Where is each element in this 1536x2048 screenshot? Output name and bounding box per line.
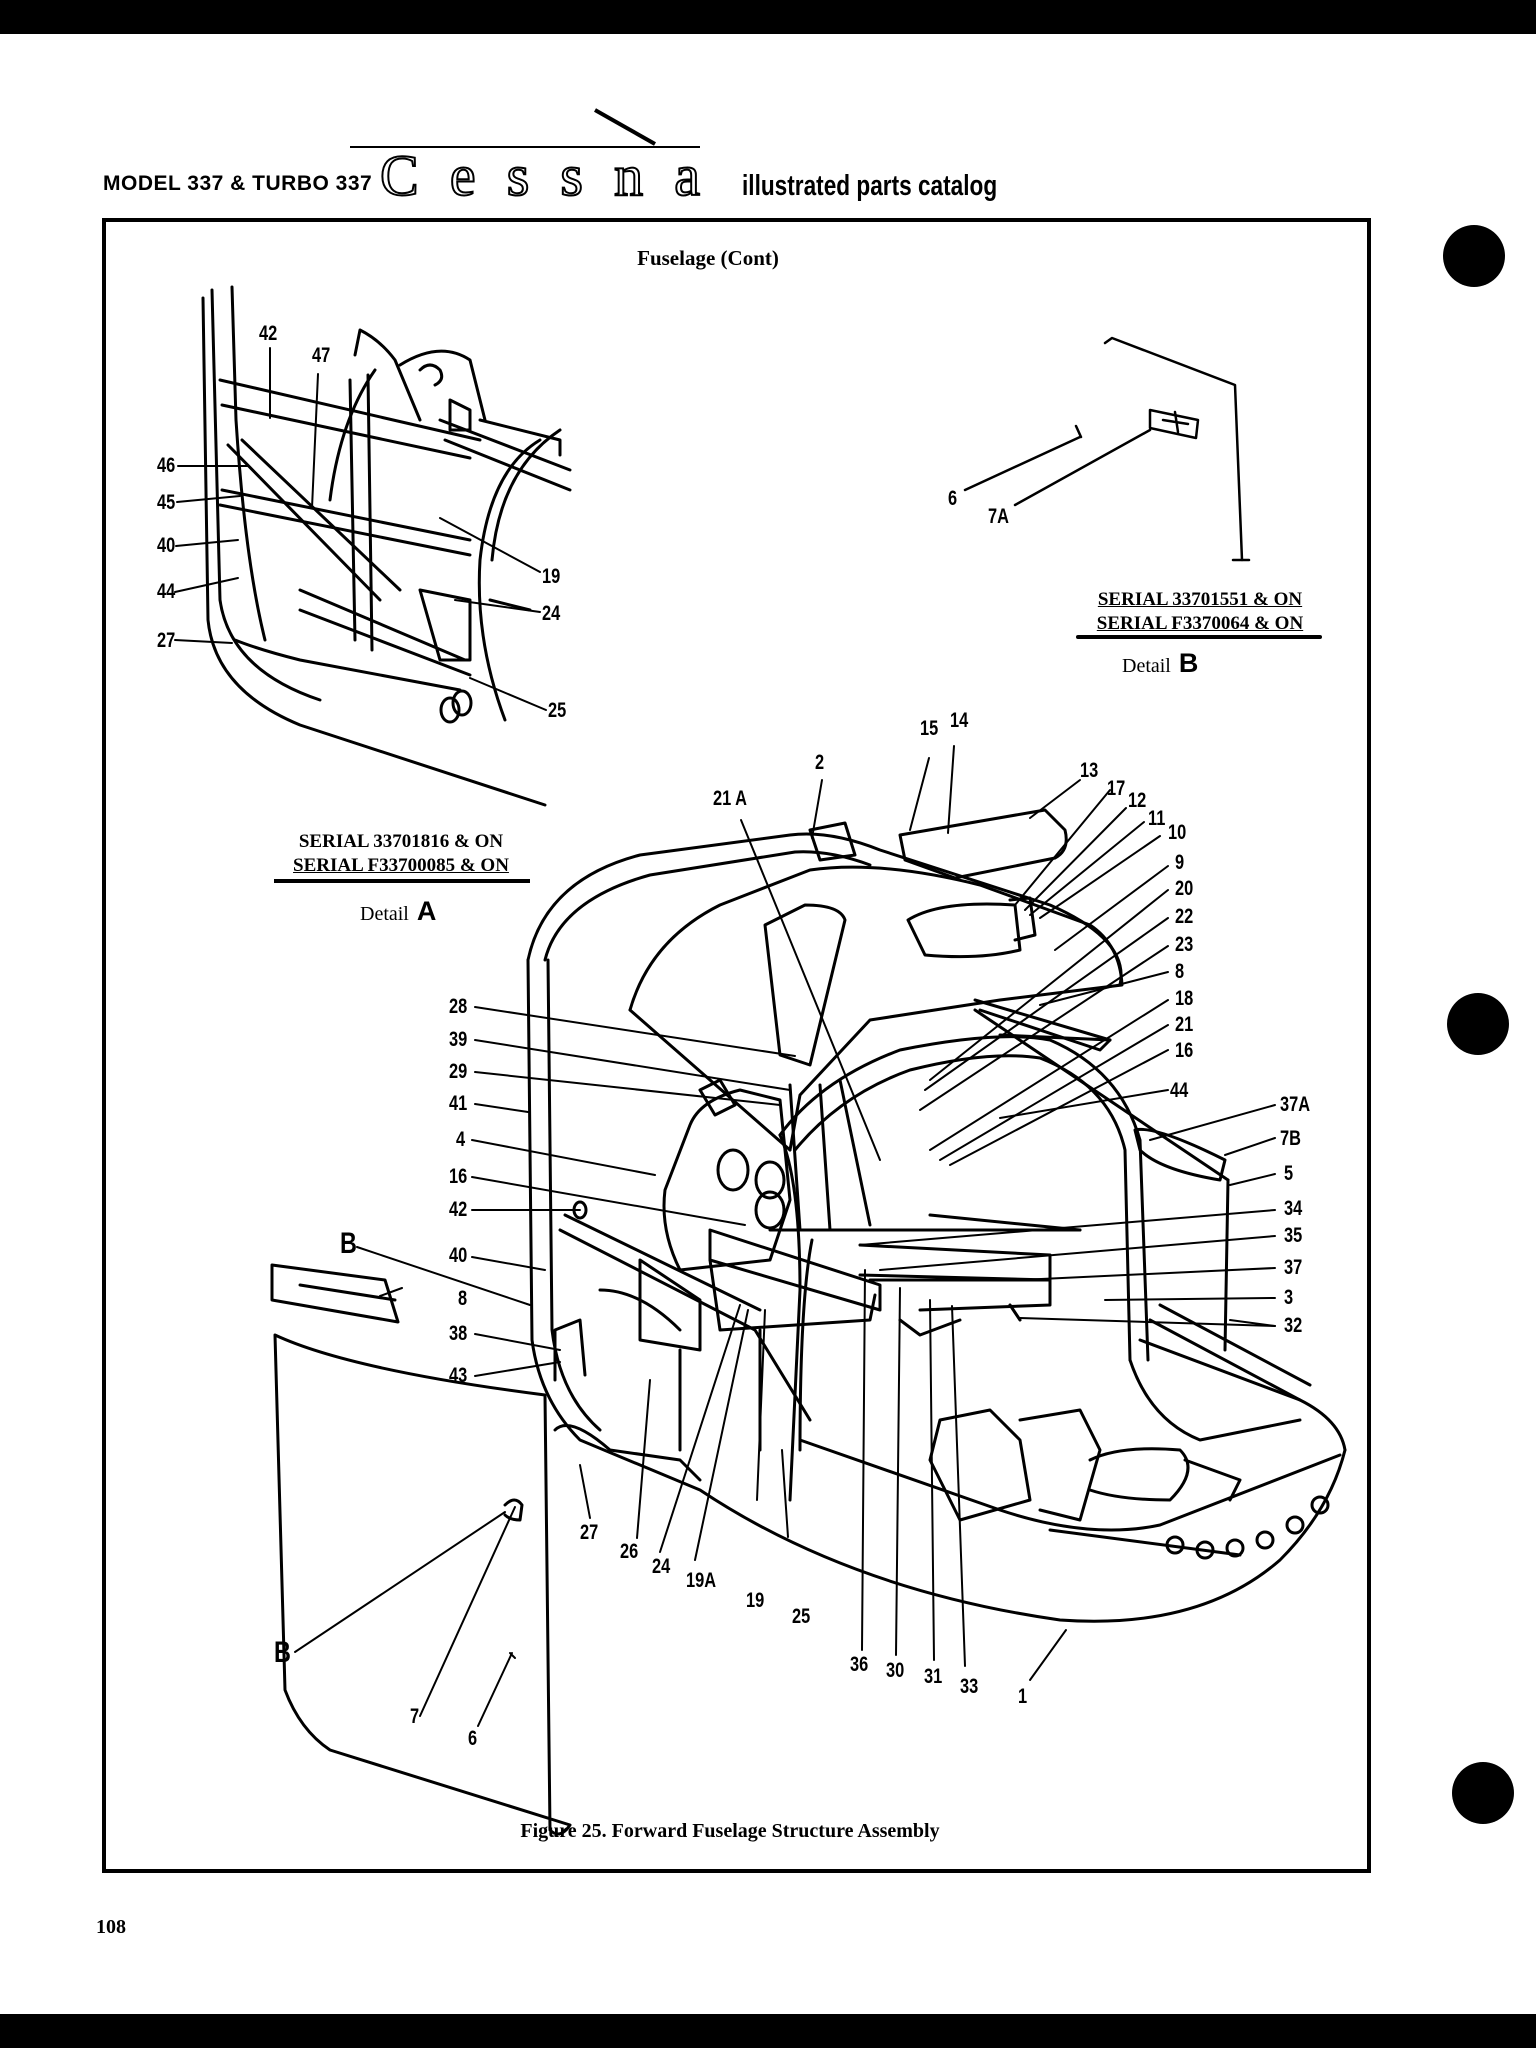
callout-detail-a-27: 27 bbox=[157, 629, 176, 652]
detail-b-drawing bbox=[963, 336, 1251, 562]
callout-28: 28 bbox=[449, 995, 468, 1018]
main-assembly-drawing bbox=[270, 808, 1347, 1836]
callout-11: 11 bbox=[1148, 807, 1166, 830]
section-title: Fuselage (Cont) bbox=[637, 246, 779, 270]
callout-24: 24 bbox=[652, 1555, 671, 1578]
detail-b-letter: B bbox=[1178, 648, 1199, 678]
callout-16-right: 16 bbox=[1175, 1039, 1194, 1062]
callout-detail-b-7a: 7A bbox=[988, 505, 1009, 528]
callout-4: 4 bbox=[456, 1128, 466, 1151]
callout-detail-a-25: 25 bbox=[548, 699, 567, 722]
callout-20: 20 bbox=[1175, 877, 1194, 900]
detail-a-serial: SERIAL 33701816 & ON SERIAL F33700085 & … bbox=[272, 830, 530, 878]
callout-33: 33 bbox=[960, 1675, 979, 1698]
callout-40: 40 bbox=[449, 1244, 468, 1267]
callout-16-left: 16 bbox=[449, 1165, 468, 1188]
callout-29: 29 bbox=[449, 1060, 468, 1083]
callout-39: 39 bbox=[449, 1028, 468, 1051]
callout-19: 19 bbox=[746, 1589, 765, 1612]
detail-a-serial-1: SERIAL 33701816 & ON bbox=[298, 831, 504, 852]
callout-22: 22 bbox=[1175, 905, 1194, 928]
callout-43: 43 bbox=[449, 1364, 468, 1387]
callout-detail-a-40: 40 bbox=[157, 534, 176, 557]
callout-34: 34 bbox=[1284, 1197, 1303, 1220]
detail-b-serial-1: SERIAL 33701551 & ON bbox=[1097, 589, 1303, 610]
callout-1: 1 bbox=[1018, 1685, 1028, 1708]
top-scan-band bbox=[0, 0, 1536, 34]
callout-detail-a-47: 47 bbox=[312, 344, 331, 367]
cessna-logo: Cessna bbox=[350, 108, 701, 209]
callout-detail-b-6: 6 bbox=[948, 487, 958, 510]
figure-frame bbox=[102, 218, 1371, 1873]
callout-detail-a-45: 45 bbox=[157, 491, 176, 514]
callout-7b: 7B bbox=[1280, 1127, 1301, 1150]
callout-27: 27 bbox=[580, 1521, 599, 1544]
detail-b-serial-2: SERIAL F3370064 & ON bbox=[1096, 613, 1304, 634]
callout-detail-a-46: 46 bbox=[157, 454, 176, 477]
binder-hole-middle bbox=[1447, 993, 1509, 1055]
callout-detail-a-19: 19 bbox=[542, 565, 561, 588]
detail-a-letter: A bbox=[416, 896, 437, 926]
callout-36: 36 bbox=[850, 1653, 869, 1676]
callout-9: 9 bbox=[1175, 851, 1185, 874]
callout-23: 23 bbox=[1175, 933, 1194, 956]
figure-caption: Figure 25. Forward Fuselage Structure As… bbox=[520, 1820, 940, 1842]
callout-12: 12 bbox=[1128, 789, 1147, 812]
callout-3: 3 bbox=[1284, 1286, 1294, 1309]
detail-a-serial-2: SERIAL F33700085 & ON bbox=[293, 855, 509, 876]
callout-38: 38 bbox=[449, 1322, 468, 1345]
callout-35: 35 bbox=[1284, 1224, 1303, 1247]
main-leaders bbox=[294, 745, 1276, 1727]
detail-a-rule bbox=[274, 879, 530, 883]
callout-37a: 37A bbox=[1280, 1093, 1311, 1116]
header-catalog: illustrated parts catalog bbox=[742, 170, 998, 202]
detail-b-serial: SERIAL 33701551 & ON SERIAL F3370064 & O… bbox=[1076, 588, 1324, 636]
callout-32: 32 bbox=[1284, 1314, 1303, 1337]
callout-13: 13 bbox=[1080, 759, 1099, 782]
callout-21: 21 bbox=[1175, 1013, 1194, 1036]
callout-18: 18 bbox=[1175, 987, 1194, 1010]
callout-detail-a-24: 24 bbox=[542, 602, 561, 625]
callout-10: 10 bbox=[1168, 821, 1187, 844]
callout-30: 30 bbox=[886, 1659, 905, 1682]
bottom-scan-band bbox=[0, 2014, 1536, 2048]
callout-5: 5 bbox=[1284, 1162, 1294, 1185]
callout-detail-a-42: 42 bbox=[259, 322, 278, 345]
callout-37: 37 bbox=[1284, 1256, 1303, 1279]
callout-15: 15 bbox=[920, 717, 939, 740]
callout-17: 17 bbox=[1107, 777, 1126, 800]
callout-41: 41 bbox=[449, 1092, 468, 1115]
callout-25: 25 bbox=[792, 1605, 811, 1628]
callout-6: 6 bbox=[468, 1727, 478, 1750]
callout-44: 44 bbox=[1170, 1079, 1189, 1102]
callout-detail-a-44: 44 bbox=[157, 580, 176, 603]
callout-b-lower: B bbox=[274, 1636, 291, 1669]
callout-7: 7 bbox=[410, 1705, 420, 1728]
callout-8-left: 8 bbox=[458, 1287, 468, 1310]
binder-hole-top bbox=[1443, 225, 1505, 287]
detail-a-leaders bbox=[174, 347, 547, 711]
detail-a-drawing bbox=[201, 285, 572, 807]
callout-8: 8 bbox=[1175, 960, 1185, 983]
callout-19a: 19A bbox=[686, 1569, 717, 1592]
callout-21a: 21 A bbox=[713, 787, 748, 810]
page-number: 108 bbox=[96, 1916, 126, 1938]
callout-14: 14 bbox=[950, 709, 969, 732]
callout-2: 2 bbox=[815, 751, 825, 774]
callout-b-upper: B bbox=[340, 1227, 357, 1260]
binder-hole-bottom bbox=[1452, 1762, 1514, 1824]
callout-42: 42 bbox=[449, 1198, 468, 1221]
header-model: MODEL 337 & TURBO 337 bbox=[103, 172, 373, 195]
callout-31: 31 bbox=[924, 1665, 943, 1688]
callout-26: 26 bbox=[620, 1540, 639, 1563]
